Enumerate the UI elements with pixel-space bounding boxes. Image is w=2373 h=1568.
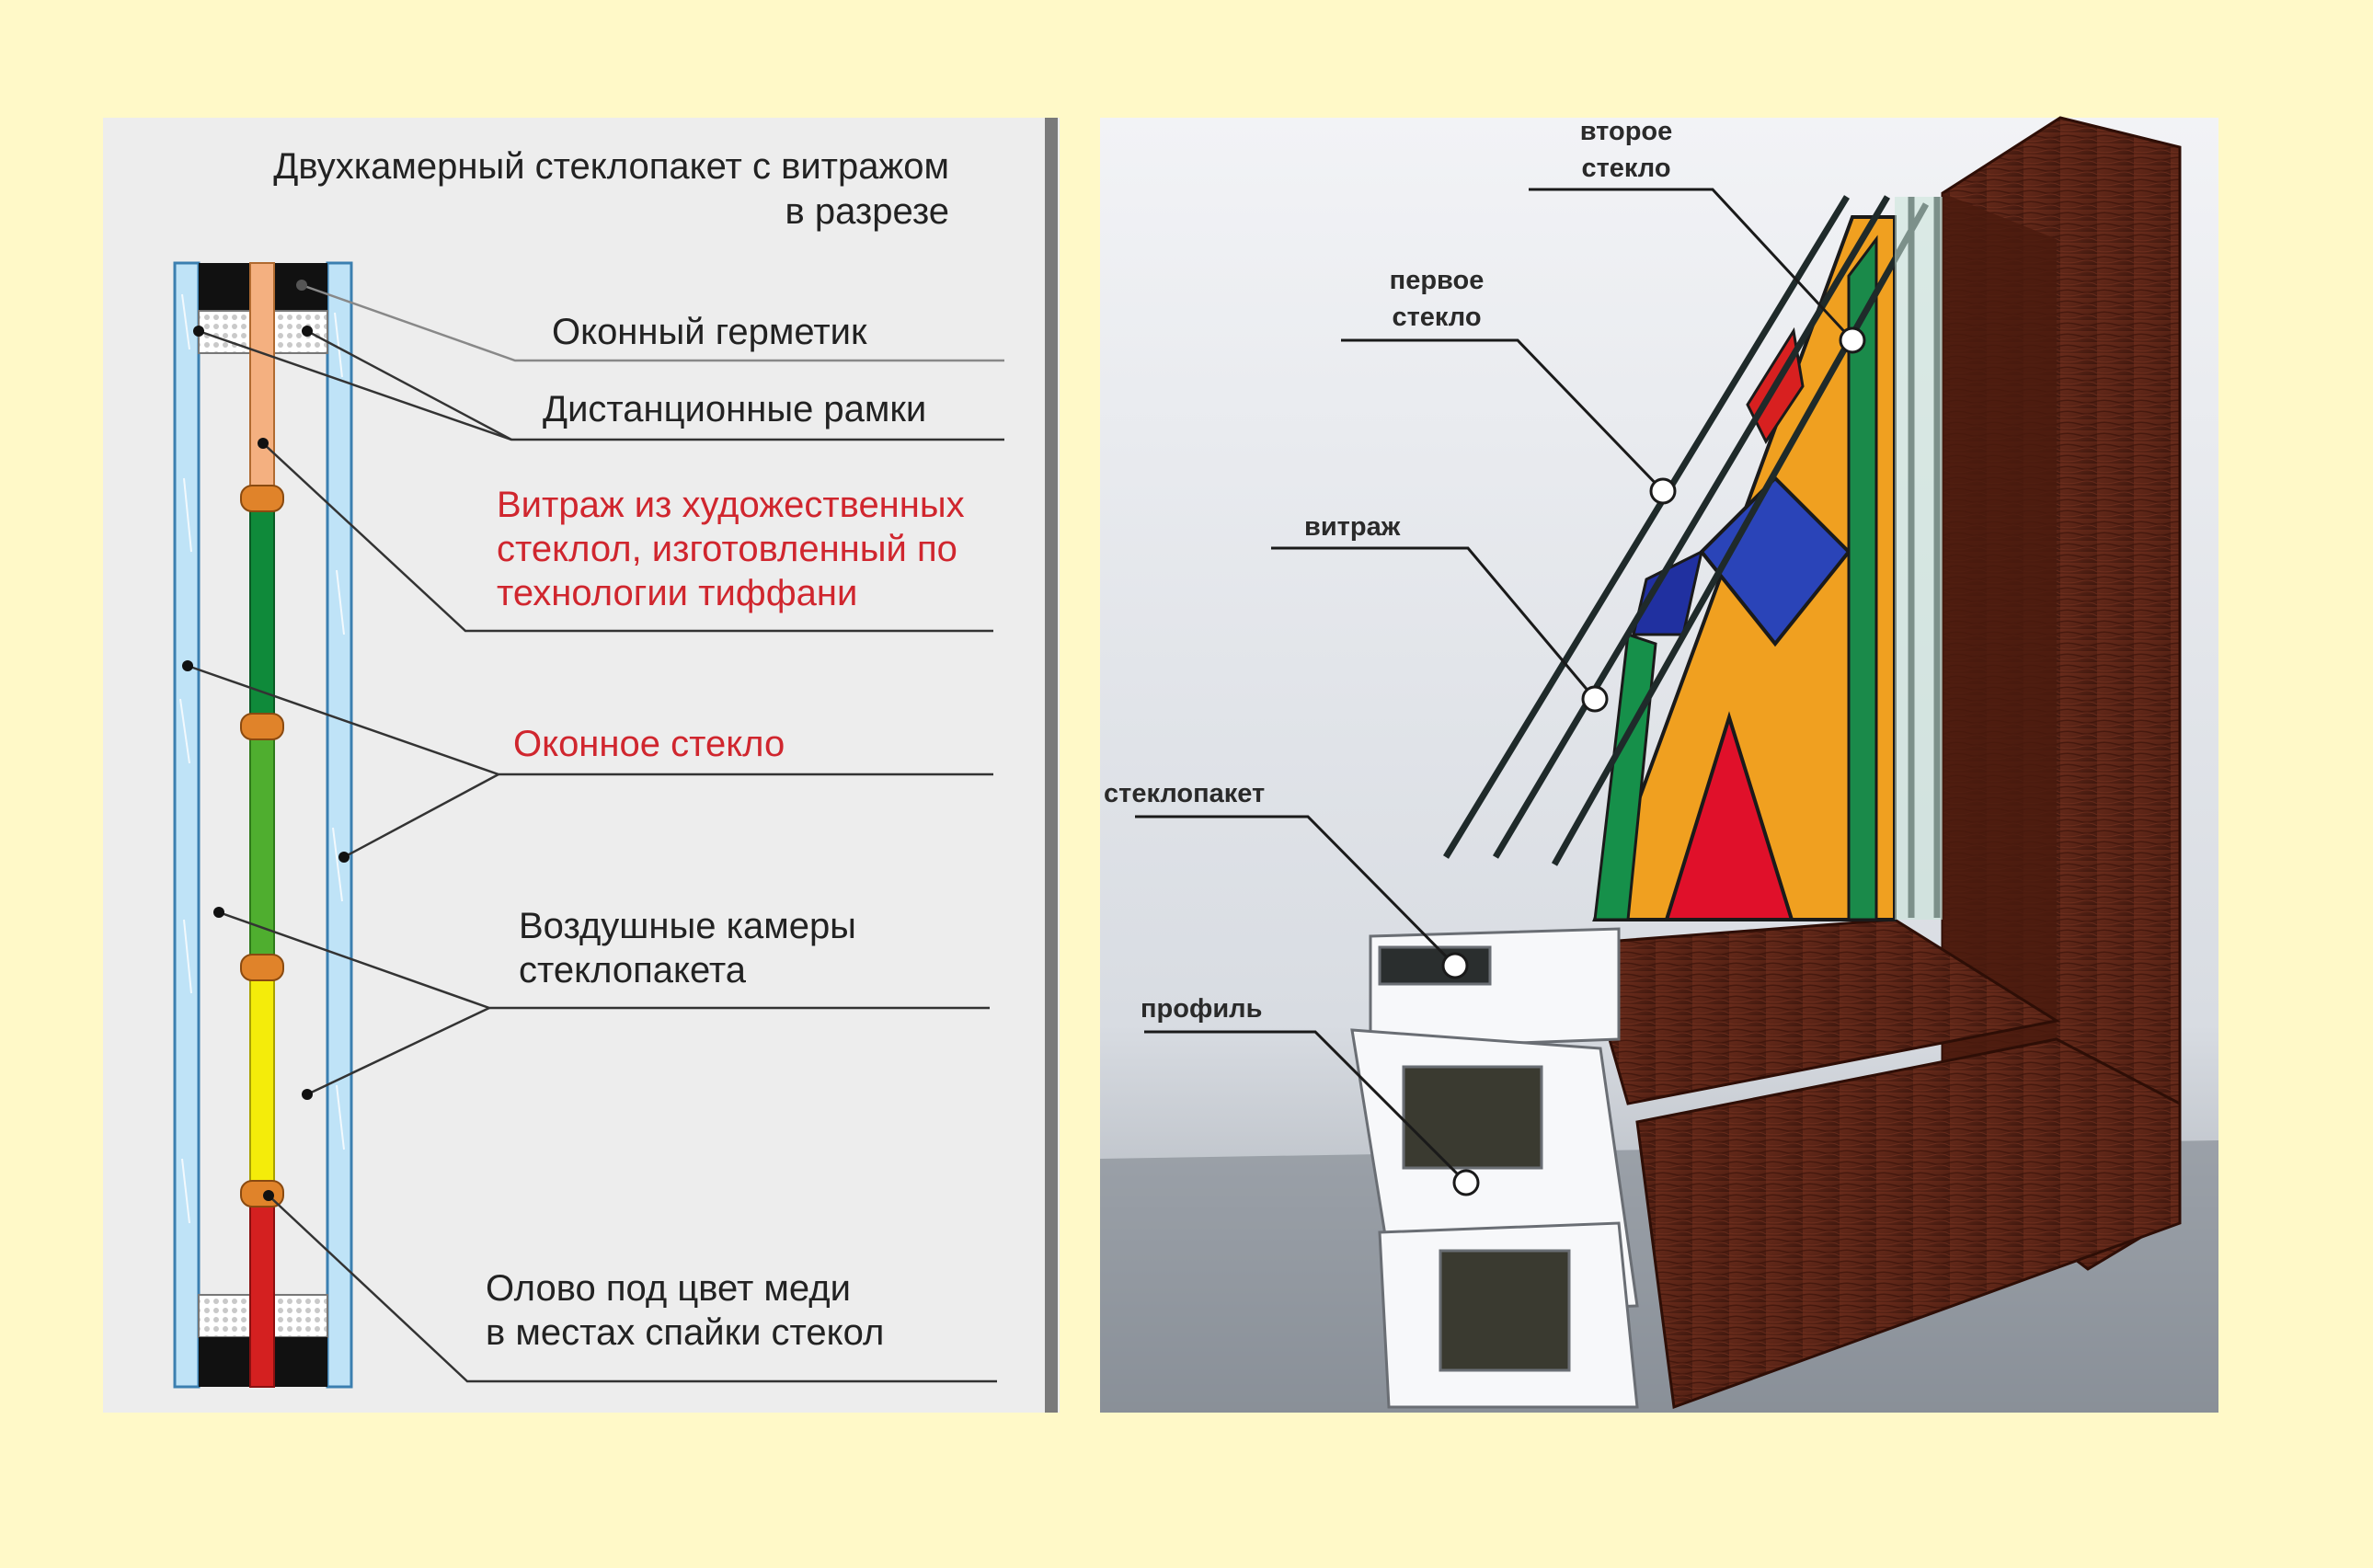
leader-second-glass [1529,188,1854,342]
label-spacers: Дистанционные рамки [543,389,926,429]
pvc-chamber-2 [1439,1249,1571,1372]
leader-glass-unit [1135,815,1457,967]
leader-window-glass-2 [343,773,499,859]
label-window-glass: Оконное стекло [513,724,785,764]
label-sealant: Оконный герметик [552,312,867,352]
leader-spacers-2 [306,329,512,441]
wood-frame-sill-lower [1635,1037,2182,1410]
leader-dot [296,280,307,291]
solder-joint [240,485,284,512]
glass-pane-light-band [1895,197,1943,920]
photo-leader-dots [1441,326,1866,1196]
wood-frame-inner-vertical [1943,193,2057,1159]
leader-dot [1581,685,1609,713]
leader-dot [1649,477,1677,505]
leader-sealant [301,283,1004,362]
leader-dot [338,852,350,863]
pvc-chamber-1 [1402,1065,1543,1170]
label-first-glass-line2: стекло [1392,303,1481,332]
left-leader-lines [187,283,1004,1383]
leader-dot [1441,952,1469,979]
leader-dot [1839,326,1866,354]
leader-dot [213,907,224,918]
label-stained-glass-line3: технологии тиффани [497,573,857,613]
leader-tin [268,1195,997,1383]
window-profile-photo: второе стекло первое стекло витраж стекл… [1100,116,2218,1413]
label-second-glass-line2: стекло [1581,154,1670,183]
label-tin-line1: Олово под цвет меди [486,1268,851,1309]
tin-solder-joints [240,485,284,1207]
pvc-glazing-bead [1378,945,1492,986]
stained-glass-segment-peach [249,262,275,499]
stained-glass-segment-red [249,1193,275,1388]
label-air-chambers-line1: Воздушные камеры [519,906,856,946]
left-panel-divider [1045,118,1058,1413]
stained-glass-segment-yellow [249,967,275,1195]
glass-pane-inner [1551,202,1930,866]
solder-joint [240,954,284,981]
label-glass-unit: стеклопакет [1104,779,1265,808]
leader-stained-glass [262,442,993,633]
solder-joint [240,713,284,740]
leader-stained-glass-photo [1271,546,1597,700]
glass-unit-cross-section [173,261,353,1389]
photo-leader-lines [1135,188,1854,1185]
leader-first-glass [1341,338,1665,493]
diagram-title-line1: Двухкамерный стеклопакет с витражом [273,146,949,187]
leader-dot [302,1089,313,1100]
label-tin-line2: в местах спайки стекол [486,1312,884,1353]
leader-profile [1144,1030,1468,1185]
wood-frame-sill-upper [1580,918,2061,1105]
leader-dot [1452,1169,1480,1196]
stained-glass-green-right [1847,235,1878,921]
label-first-glass-line1: первое [1390,266,1485,295]
pvc-profile [1350,927,1639,1409]
leader-air-chambers-2 [306,1006,490,1096]
inner-glass-pane [326,261,353,1389]
label-stained-glass-line1: Витраж из художественных [497,485,965,525]
leader-dot [258,438,269,449]
label-air-chambers-line2: стеклопакета [519,950,747,990]
leader-dot [302,326,313,337]
label-stained-glass-line2: стеклол, изготовленный по [497,529,957,569]
label-second-glass-line1: второе [1580,117,1673,146]
leader-dot [193,326,204,337]
stained-glass-red-arch [1664,711,1794,921]
leader-dot [263,1190,274,1201]
left-diagram: Двухкамерный стеклопакет с витражом в ра… [103,118,1060,1413]
glass-pane-outer [1443,195,1850,859]
label-profile: профиль [1141,994,1262,1024]
left-leader-dots [182,280,350,1201]
glass-texture [179,293,345,1224]
outer-glass-pane [173,261,201,1389]
label-stained-glass-photo: витраж [1304,512,1401,542]
leader-dot [182,660,193,671]
diagram-title-line2: в разрезе [785,191,950,232]
